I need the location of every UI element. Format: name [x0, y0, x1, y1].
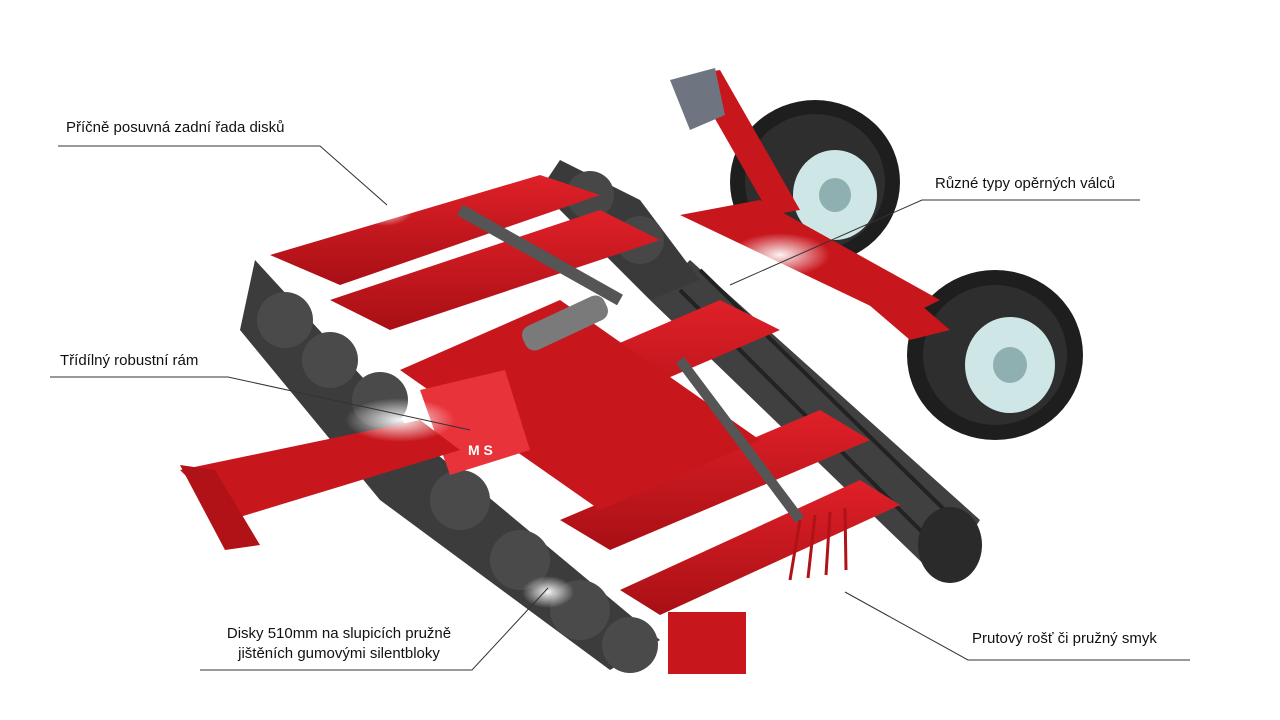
- callout-roller-types: Různé typy opěrných válců: [935, 175, 1116, 192]
- leader-discs: [200, 587, 549, 671]
- callout-frame: Třídílný robustní rám: [60, 352, 199, 369]
- callout-discs: Disky 510mm na slupicích pružně jištěníc…: [226, 625, 452, 662]
- leader-roller-types: [729, 199, 1140, 286]
- leader-lines: [50, 145, 1190, 671]
- leader-harrow: [844, 591, 1190, 661]
- frame-logo: M S: [468, 442, 493, 458]
- rear-wheel-lower: [907, 270, 1083, 440]
- callout-rear-disc-row: Příčně posuvná zadní řada disků: [66, 119, 285, 136]
- callout-harrow: Prutový rošť či pružný smyk: [972, 630, 1157, 647]
- leader-rear-disc-row: [58, 145, 388, 206]
- leader-frame: [50, 376, 471, 431]
